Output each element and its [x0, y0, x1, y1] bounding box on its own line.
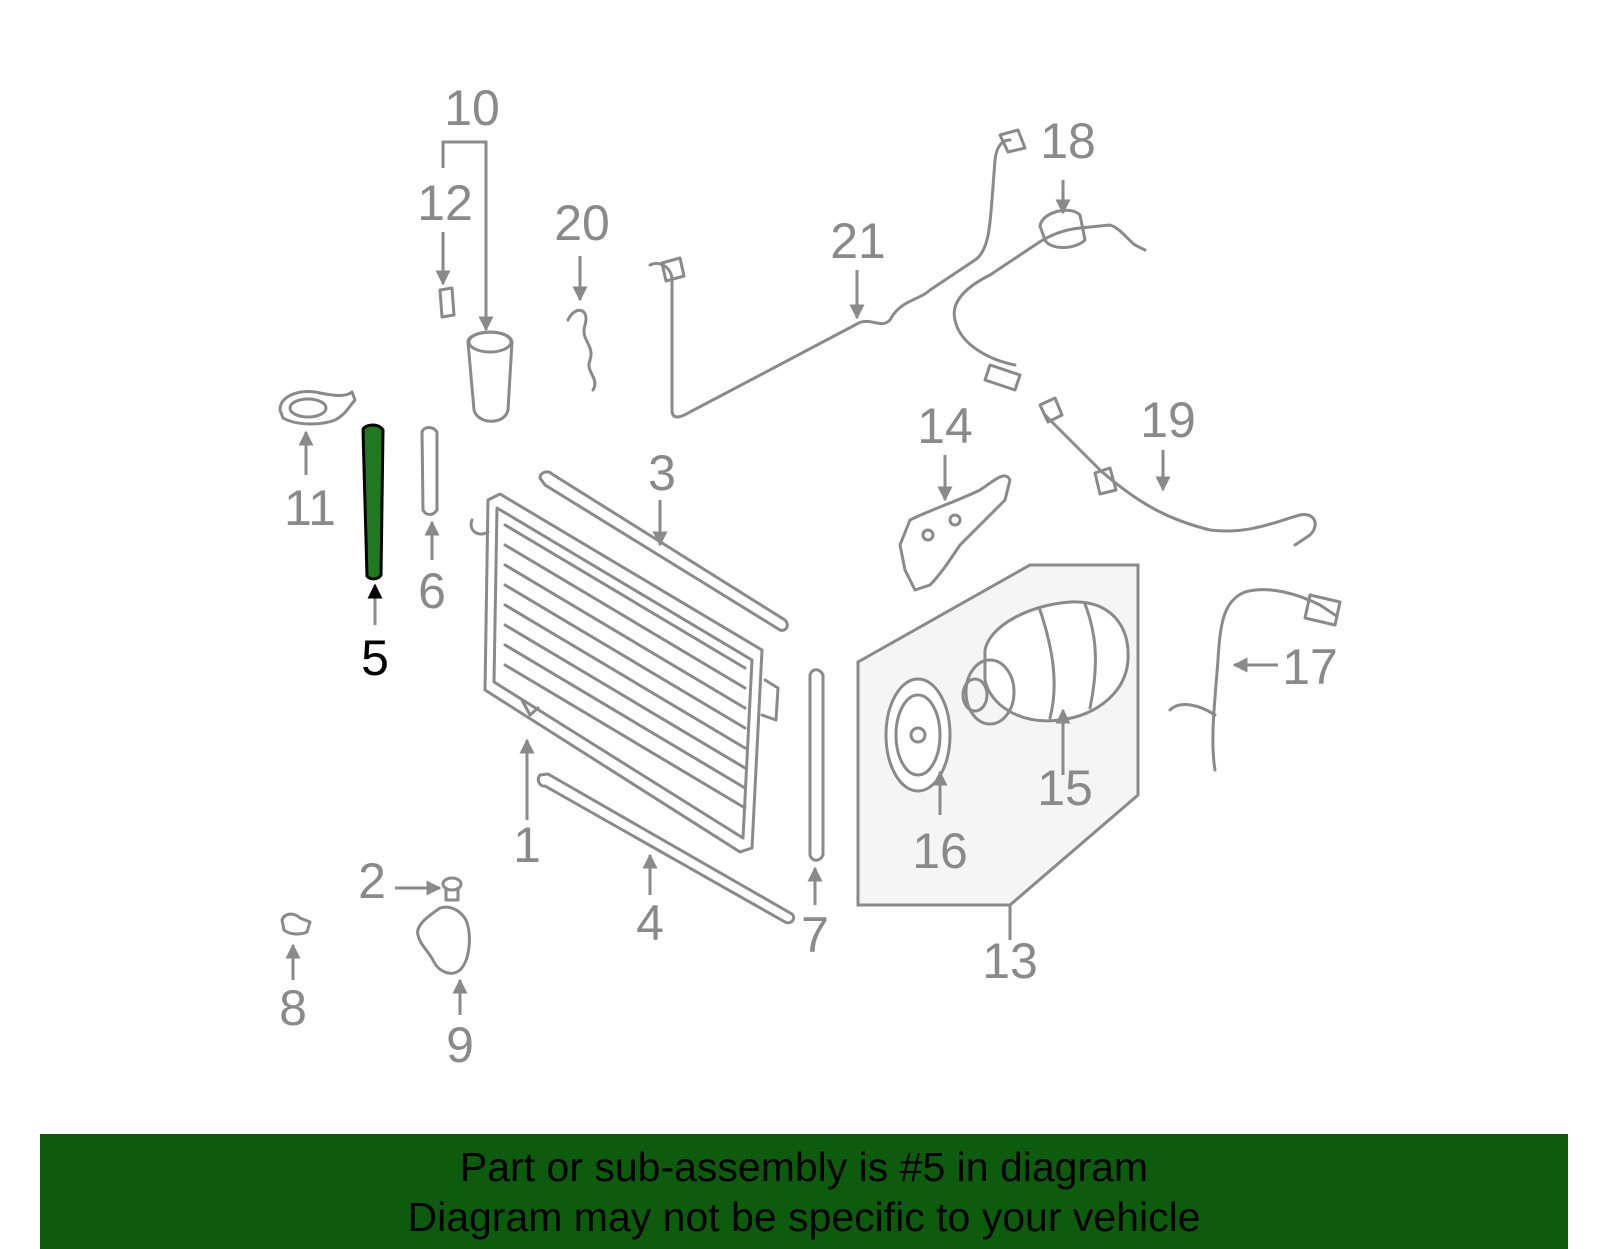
- part-6-seal: [420, 426, 439, 516]
- callout-20[interactable]: 20: [554, 195, 610, 251]
- part-16-clutch: [884, 677, 952, 793]
- callout-15[interactable]: 15: [1037, 760, 1093, 816]
- part-5-seal-shape: [361, 423, 385, 581]
- callout-2[interactable]: 2: [358, 853, 386, 909]
- part-7-seal: [808, 668, 825, 862]
- part-3-seal: [538, 470, 789, 632]
- leader-lines: [285, 140, 1278, 1015]
- caption-line-1: Part or sub-assembly is #5 in diagram: [459, 1144, 1149, 1190]
- callout-4[interactable]: 4: [636, 895, 664, 951]
- callout-3[interactable]: 3: [648, 445, 676, 501]
- part-12-pressure-switch: [438, 286, 456, 319]
- callout-10[interactable]: 10: [444, 80, 500, 136]
- part-4-seal: [536, 772, 796, 925]
- part-14-bracket: [898, 474, 1012, 592]
- part-8-clip: [280, 912, 312, 936]
- callout-19[interactable]: 19: [1140, 392, 1196, 448]
- callout-16[interactable]: 16: [912, 823, 968, 879]
- callout-labels: 1 2 3 4 5 6 7 8 9 10 11 12 13 14 15 16 1…: [279, 80, 1338, 1073]
- part-11-bracket: [278, 390, 357, 426]
- part-2-bolt: [441, 876, 463, 902]
- callout-13[interactable]: 13: [982, 933, 1038, 989]
- part-1-condenser: [469, 492, 780, 854]
- callout-11[interactable]: 11: [284, 480, 336, 536]
- callout-18[interactable]: 18: [1040, 113, 1096, 169]
- part-5-seal: [361, 423, 385, 581]
- callout-12[interactable]: 12: [417, 175, 473, 231]
- caption-line-2: Diagram may not be specific to your vehi…: [407, 1194, 1201, 1240]
- part-21-line: [648, 128, 1027, 419]
- part-20-sensor: [566, 309, 597, 392]
- callout-17[interactable]: 17: [1282, 639, 1338, 695]
- part-10-receiver-drier: [466, 330, 514, 423]
- callout-5[interactable]: 5: [361, 630, 389, 686]
- callout-9[interactable]: 9: [446, 1017, 474, 1073]
- caption-banner: Part or sub-assembly is #5 in diagram Di…: [40, 1134, 1568, 1249]
- callout-21[interactable]: 21: [830, 213, 886, 269]
- part-18-hose: [952, 208, 1147, 392]
- callout-1[interactable]: 1: [513, 817, 541, 873]
- part-17-hose: [1168, 588, 1342, 772]
- callout-7[interactable]: 7: [801, 907, 829, 963]
- callout-14[interactable]: 14: [917, 398, 973, 454]
- part-9-bracket: [416, 905, 471, 975]
- part-19-hose: [1038, 396, 1317, 547]
- callout-6[interactable]: 6: [418, 563, 446, 619]
- part-15-compressor: [961, 600, 1130, 726]
- callout-8[interactable]: 8: [279, 980, 307, 1036]
